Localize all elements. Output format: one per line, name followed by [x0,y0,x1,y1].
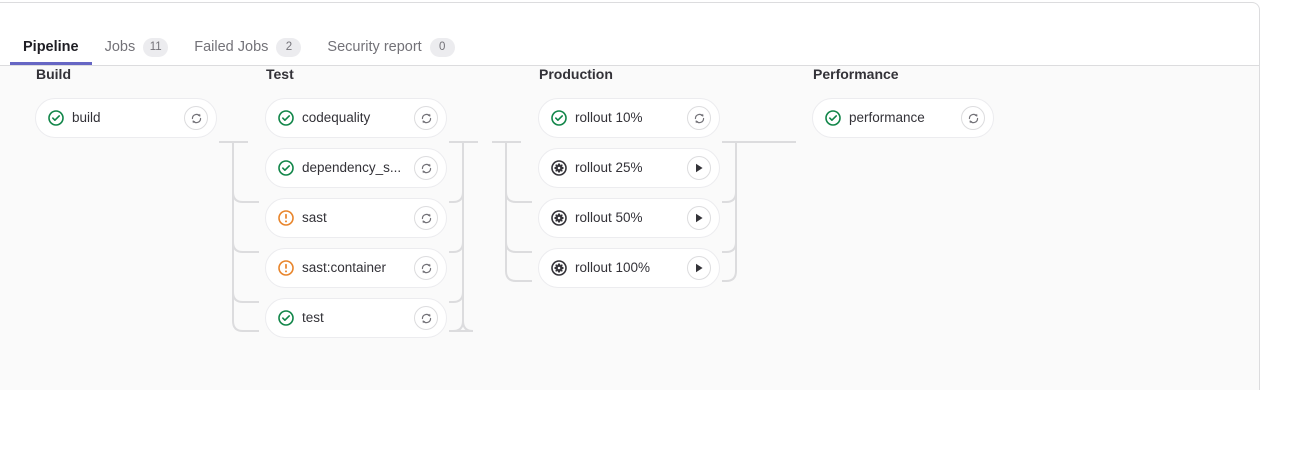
play-icon [696,263,703,273]
check-circle-icon [278,160,294,176]
tab-label: Security report [327,38,422,55]
job-name: rollout 50% [575,211,643,225]
tabbar-divider [0,65,1259,66]
gear-circle-icon [551,160,567,176]
stage-jobs: performance [812,98,1042,138]
job-card[interactable]: rollout 50% [538,198,720,238]
check-circle-icon [278,110,294,126]
job-card[interactable]: sast:container [265,248,447,288]
pipeline-tabs: Pipeline Jobs 11 Failed Jobs 2 Security repor… [0,3,1259,67]
play-icon [696,163,703,173]
job-card[interactable]: dependency_s... [265,148,447,188]
retry-button[interactable] [414,206,438,230]
job-name: sast [302,211,327,225]
check-circle-icon [551,110,567,126]
stage-title: Build [36,66,71,82]
tab-badge: 11 [143,37,169,57]
tab-badge: 0 [429,37,455,57]
tab-label: Jobs [104,38,136,55]
pipeline-stage: Performance performance [812,66,1042,148]
play-icon [696,213,703,223]
retry-icon [191,113,201,123]
stage-title: Test [266,66,294,82]
job-card[interactable]: build [35,98,217,138]
job-name: rollout 100% [575,261,651,275]
pipeline-stage: Build build [35,66,265,148]
job-name: sast:container [302,261,387,275]
tab-security-report[interactable]: Security report 0 [314,3,467,65]
tab-pipeline[interactable]: Pipeline [10,3,92,65]
pipeline-stage: Test codequality dependency_s...sast sast:c… [265,66,495,348]
play-button[interactable] [687,206,711,230]
job-card[interactable]: rollout 25% [538,148,720,188]
tab-jobs[interactable]: Jobs 11 [92,3,182,65]
gear-circle-icon [551,210,567,226]
job-name: build [72,111,101,125]
stage-title: Production [539,66,613,82]
job-card[interactable]: rollout 100% [538,248,720,288]
exclamation-circle-icon [278,210,294,226]
retry-icon [421,313,431,323]
stage-jobs: codequality dependency_s...sast sast:conta… [265,98,495,338]
retry-button[interactable] [414,106,438,130]
stage-title: Performance [813,66,899,82]
stage-jobs: rollout 10% rollout 25% rollout 50% rollout… [538,98,768,288]
retry-icon [421,113,431,123]
retry-button[interactable] [414,256,438,280]
pipeline-graph: Build build Test codequality dependency_s...… [0,66,1259,390]
check-circle-icon [825,110,841,126]
play-button[interactable] [687,256,711,280]
tab-label: Failed Jobs [194,38,269,55]
retry-icon [694,113,704,123]
retry-icon [421,263,431,273]
exclamation-circle-icon [278,260,294,276]
job-card[interactable]: rollout 10% [538,98,720,138]
retry-button[interactable] [961,106,985,130]
tab-badge: 2 [276,37,302,57]
retry-icon [421,163,431,173]
tab-failed-jobs[interactable]: Failed Jobs 2 [181,3,314,65]
check-circle-icon [278,310,294,326]
play-button[interactable] [687,156,711,180]
check-circle-icon [48,110,64,126]
job-card[interactable]: test [265,298,447,338]
job-card[interactable]: performance [812,98,994,138]
job-name: dependency_s... [302,161,402,175]
retry-button[interactable] [184,106,208,130]
job-name: codequality [302,111,371,125]
job-card[interactable]: sast [265,198,447,238]
retry-button[interactable] [687,106,711,130]
job-card[interactable]: codequality [265,98,447,138]
retry-button[interactable] [414,156,438,180]
retry-icon [421,213,431,223]
tab-label: Pipeline [23,38,79,55]
job-name: rollout 10% [575,111,643,125]
gear-circle-icon [551,260,567,276]
retry-button[interactable] [414,306,438,330]
stage-jobs: build [35,98,265,138]
job-name: test [302,311,324,325]
retry-icon [968,113,978,123]
job-name: performance [849,111,925,125]
job-name: rollout 25% [575,161,643,175]
